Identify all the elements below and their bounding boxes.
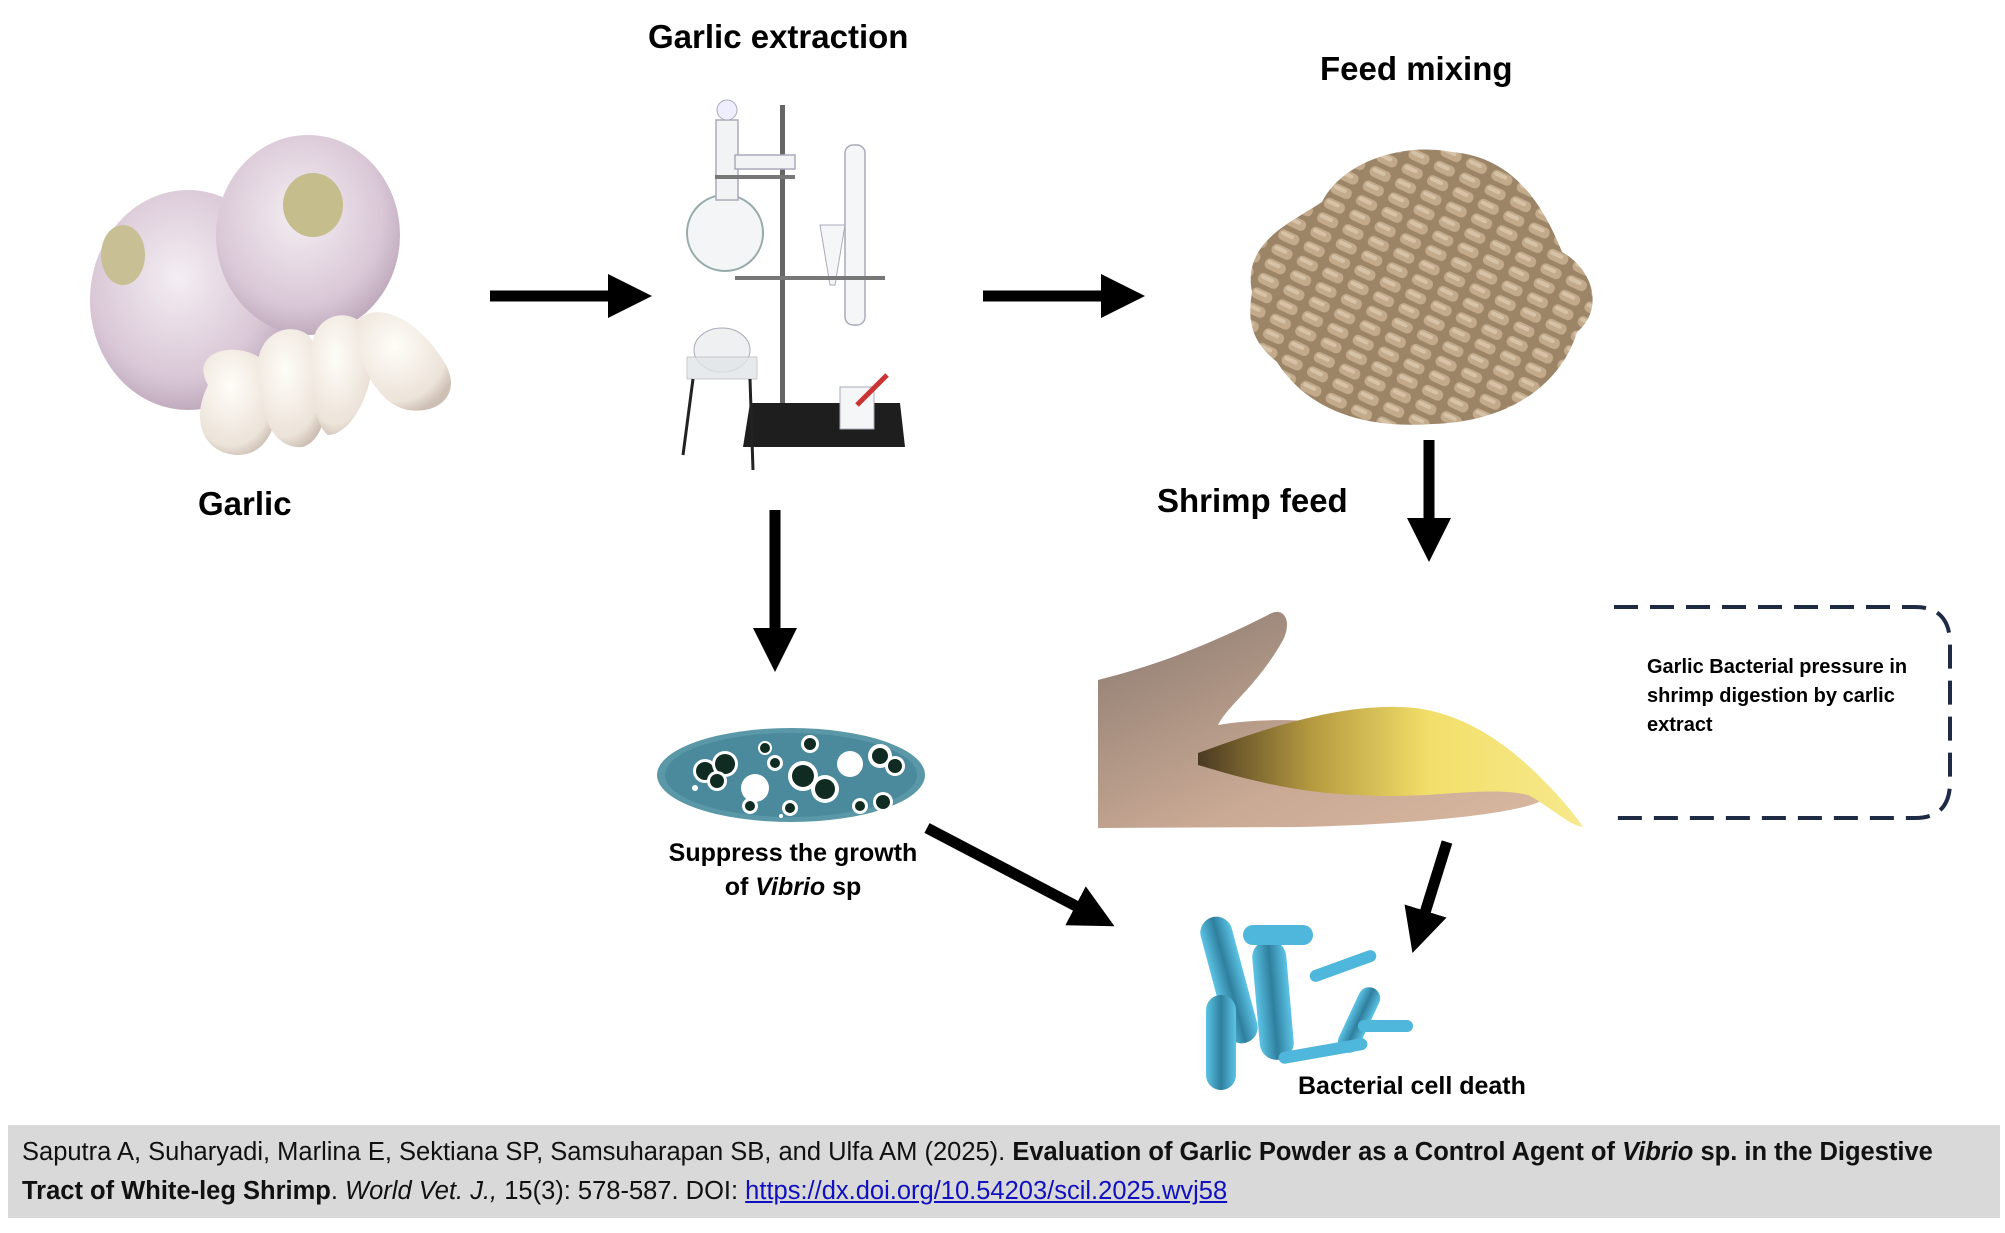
vibrio-italic: Vibrio	[755, 873, 826, 901]
clamp-bar	[715, 175, 795, 179]
bacteria-image	[1200, 916, 1413, 1090]
citation-title-italic: Vibrio	[1622, 1138, 1694, 1166]
side-arm	[734, 154, 796, 170]
feed-pellets-image	[1250, 149, 1593, 425]
garlic-bulbs-image	[90, 135, 451, 455]
clamp-bar	[735, 276, 885, 280]
distillation-apparatus-image	[681, 99, 905, 471]
step-label-garlic: Garlic	[198, 485, 292, 522]
citation-journal: World Vet. J.,	[345, 1177, 498, 1205]
step-label-feed-mixing: Feed mixing	[1320, 50, 1513, 87]
separatory-funnel	[819, 224, 846, 286]
stopper	[716, 99, 738, 121]
garlic-clove	[199, 349, 277, 455]
petri-dish-image	[657, 728, 925, 822]
garlic-clove	[258, 329, 327, 448]
rod-bacteria	[1200, 916, 1413, 1090]
tripod-leg	[748, 378, 755, 471]
step-label-suppress-vibrio: Suppress the growth of Vibrio sp	[640, 836, 946, 904]
shrimp-in-hand-image	[1098, 611, 1583, 828]
wire-gauze	[686, 356, 758, 380]
note-text: Garlic Bacterial pressure in shrimp dige…	[1647, 656, 1908, 736]
dropper	[855, 373, 889, 407]
step-label-shrimp-feed: Shrimp feed	[1157, 482, 1348, 519]
tripod-leg	[681, 378, 695, 456]
arrow-petri-to-bacteria	[924, 823, 1115, 927]
suppress-line1: Suppress the growth	[668, 839, 918, 867]
pellet-pile	[1250, 149, 1593, 425]
retort-stand-rod	[780, 105, 785, 435]
garlic-root-left	[101, 225, 145, 285]
vibrio-colonies	[692, 735, 905, 818]
shrimp	[1198, 706, 1583, 827]
citation-after-title: .	[330, 1177, 346, 1205]
citation-title-part2: sp. in the Digestive Tract of White-leg …	[22, 1138, 1933, 1205]
garlic-clove	[311, 315, 373, 435]
citation-title-part1: Evaluation of Garlic Powder as a Control…	[1012, 1138, 1623, 1166]
step-label-bacterial-cell-death: Bacterial cell death	[1298, 1072, 1526, 1100]
garlic-root-right	[283, 173, 343, 237]
garlic-clove	[357, 312, 451, 411]
arrow-shrimp-to-bacteria	[1404, 840, 1453, 954]
citation-volume-pages: 15(3): 578-587. DOI:	[497, 1177, 746, 1205]
step-label-garlic-extraction: Garlic extraction	[648, 18, 909, 55]
citation-doi-link[interactable]: https://dx.doi.org/10.54203/scil.2025.wv…	[745, 1177, 1228, 1205]
citation-authors: Saputra A, Suharyadi, Marlina E, Sektian…	[22, 1138, 1013, 1166]
citation-box: Saputra A, Suharyadi, Marlina E, Sektian…	[8, 1125, 2000, 1218]
suppress-line2-prefix: of	[724, 873, 756, 901]
suppress-line2-suffix: sp	[825, 873, 862, 901]
